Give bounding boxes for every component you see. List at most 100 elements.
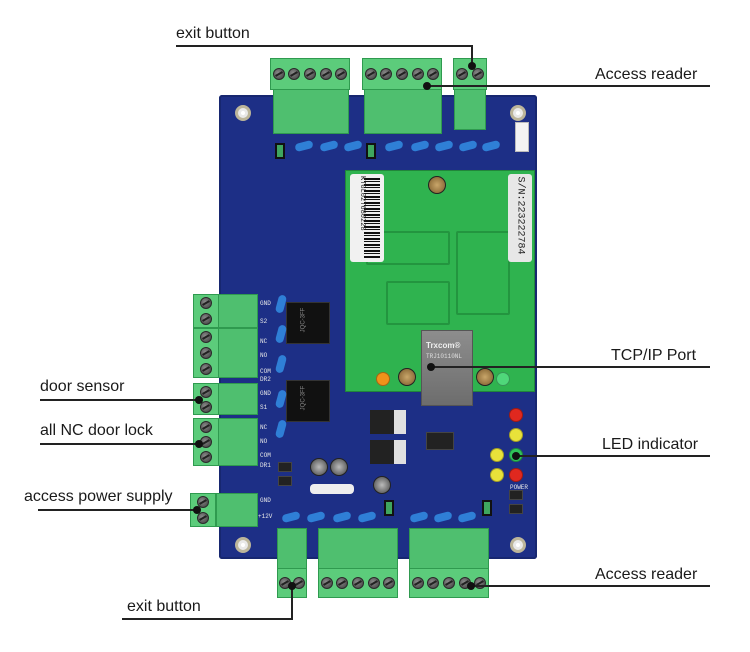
relay-2: JQC-3FF: [286, 380, 330, 422]
screw-icon: [200, 400, 212, 413]
silk-s2: S2: [260, 318, 268, 325]
smd-transistor: [509, 490, 523, 500]
pcb-trace: [456, 231, 510, 315]
bottom-terminal-exit-base: [277, 528, 307, 570]
led-dr2-red: [509, 408, 523, 422]
mounting-hole: [235, 537, 251, 553]
module-screw-icon: [476, 368, 494, 386]
mounting-hole: [235, 105, 251, 121]
screw-icon: [456, 68, 468, 80]
door-sensor-terminal-base: [218, 383, 258, 415]
voltage-regulator: [370, 440, 406, 464]
left-terminal-relay2: [193, 328, 219, 378]
leader-dot: [288, 582, 296, 590]
screw-icon: [200, 313, 212, 325]
leader-dot: [195, 396, 203, 404]
top-terminal-block-1-base: [273, 88, 349, 134]
bottom-terminal-block-2-base: [318, 528, 398, 570]
silk-12v: +12V: [258, 513, 273, 520]
screw-icon: [411, 68, 424, 80]
screw-icon: [200, 363, 212, 375]
led-dr1-red: [509, 468, 523, 482]
top-terminal-block-2-base: [364, 88, 442, 134]
silk-gnd: GND: [260, 497, 271, 504]
screw-icon: [364, 68, 377, 80]
leader-dot: [468, 62, 476, 70]
screw-icon: [288, 68, 301, 80]
screw-icon: [351, 577, 364, 589]
screw-icon: [200, 451, 212, 464]
module-screw-icon: [428, 176, 446, 194]
screw-icon: [200, 385, 212, 398]
fuse: [275, 143, 285, 159]
link-led: [496, 372, 510, 386]
relay-1: JQC-3FF: [286, 302, 330, 344]
screw-icon: [427, 68, 440, 80]
screw-icon: [380, 68, 393, 80]
leader-line: [40, 443, 200, 445]
smd-transistor: [278, 476, 292, 486]
resistor-network: [310, 484, 354, 494]
annotation-access-power-supply: access power supply: [24, 488, 173, 505]
annotation-bottom-exit-button: exit button: [127, 598, 201, 615]
screw-icon: [472, 68, 484, 80]
mounting-hole: [510, 105, 526, 121]
silk-gnd: GND: [260, 390, 271, 397]
led-in-yellow: [509, 428, 523, 442]
silk-no: NO: [260, 438, 268, 445]
screw-icon: [200, 420, 212, 433]
bottom-terminal-reader: [409, 568, 489, 598]
fuse: [384, 500, 394, 516]
annotation-tcp-ip-port: TCP/IP Port: [611, 347, 697, 364]
pcb-trace: [386, 281, 450, 325]
rj45-brand: Trxcom®: [426, 341, 461, 350]
electrolytic-capacitor: [373, 476, 391, 494]
screw-icon: [200, 347, 212, 359]
leader-line: [291, 586, 293, 620]
leader-line: [516, 455, 710, 457]
screw-icon: [411, 577, 424, 589]
fuse: [366, 143, 376, 159]
screw-icon: [395, 68, 408, 80]
top-terminal-block-3-base: [454, 88, 486, 130]
screw-icon: [336, 577, 349, 589]
silk-no: NO: [260, 352, 268, 359]
leader-line: [122, 618, 293, 620]
serial-number-label: S/N:223222784: [508, 174, 532, 262]
bottom-terminal-reader-base: [409, 528, 489, 570]
silk-dr2: DR2: [260, 376, 271, 383]
rj45-model: TRJ10110NL: [426, 353, 463, 360]
power-supply-terminal-base: [216, 493, 258, 527]
annotation-bottom-access-reader: Access reader: [595, 566, 698, 583]
serial-number: S/N:223222784: [514, 176, 526, 255]
leader-line: [176, 45, 472, 47]
leader-line: [471, 45, 473, 65]
screw-icon: [197, 496, 209, 508]
screw-icon: [320, 577, 333, 589]
barcode-label: KTGL02T680228: [350, 174, 384, 262]
pin-header-connector: [515, 122, 529, 152]
barcode-icon: [364, 178, 380, 258]
silk-com: COM: [260, 452, 271, 459]
leader-dot: [427, 363, 435, 371]
screw-icon: [383, 577, 396, 589]
leader-dot: [423, 82, 431, 90]
silk-s1: S1: [260, 404, 268, 411]
top-terminal-block-1: [270, 58, 350, 90]
electrolytic-capacitor: [310, 458, 328, 476]
silk-nc: NC: [260, 338, 268, 345]
relay-label: JQC-3FF: [300, 385, 307, 411]
top-terminal-block-2: [362, 58, 442, 90]
screw-icon: [200, 297, 212, 309]
annotation-led-indicator: LED indicator: [602, 436, 699, 453]
silk-gnd: GND: [260, 300, 271, 307]
leader-dot: [467, 582, 475, 590]
electrolytic-capacitor: [330, 458, 348, 476]
led-yellow-2: [490, 468, 504, 482]
led-yellow-1: [490, 448, 504, 462]
leader-line: [472, 585, 710, 587]
screw-icon: [442, 577, 455, 589]
module-screw-icon: [398, 368, 416, 386]
smd-transistor: [278, 462, 292, 472]
screw-icon: [200, 331, 212, 343]
